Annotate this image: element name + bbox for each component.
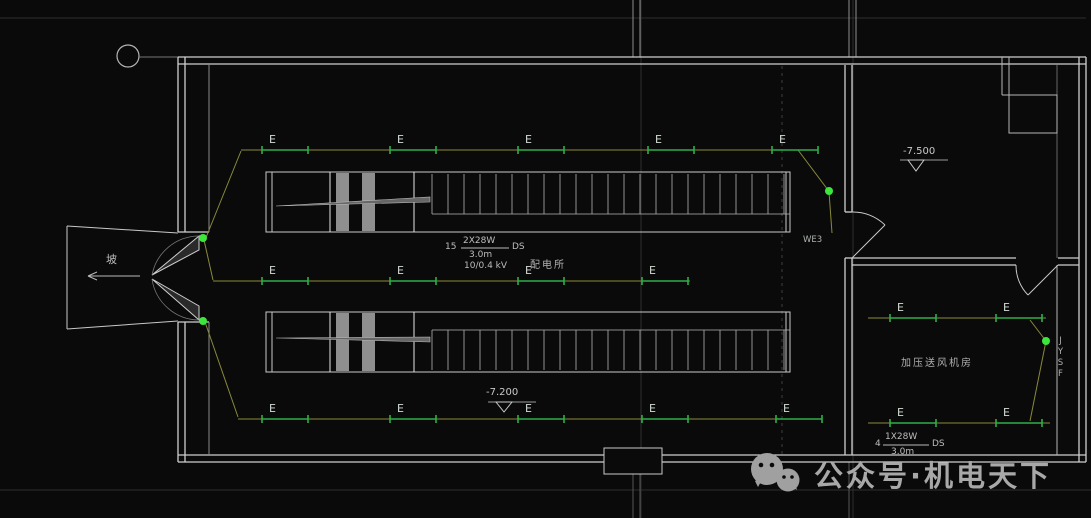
fixture-label: E — [269, 264, 276, 277]
callout2-type: DS — [932, 439, 945, 449]
callout1-type: DS — [512, 242, 525, 252]
junction-dot — [199, 317, 207, 325]
junction-dot — [825, 187, 833, 195]
fixtures-layer: E E E E E E E E E E E E E E E E E E — [261, 133, 1043, 427]
substation-voltage-label: 10/0.4 kV — [464, 261, 508, 271]
fixture-label: E — [1003, 301, 1010, 314]
fixture-label: E — [649, 264, 656, 277]
fixture-label: E — [269, 133, 276, 146]
switchgear-row-bottom — [265, 311, 791, 373]
light-fixture: E — [517, 133, 565, 154]
top-right-shaft — [1001, 57, 1058, 134]
light-fixture: E — [261, 402, 309, 423]
callout2-lamp: 1X28W — [885, 432, 918, 442]
bottom-wall-notch — [603, 447, 663, 475]
watermark-text: 公众号·机电天下 — [814, 459, 1053, 493]
shaft-tag-label: JYSF — [1055, 336, 1066, 380]
light-fixture: E — [389, 133, 437, 154]
fixture-label: E — [269, 402, 276, 415]
fixture-label: E — [1003, 406, 1010, 419]
light-fixture: E — [261, 264, 309, 285]
circuit-tag-label: WE3 — [803, 235, 823, 245]
fixture-label: E — [397, 402, 404, 415]
light-fixture: E — [389, 402, 437, 423]
fixture-label: E — [897, 406, 904, 419]
slope-arrow — [87, 271, 140, 281]
substation-name-label: 配电所 — [530, 260, 566, 271]
fixture-label: E — [655, 133, 662, 146]
light-fixture: E — [771, 133, 819, 154]
interior-doors — [851, 211, 1059, 296]
entrance-door — [66, 225, 200, 330]
junction-dot — [199, 234, 207, 242]
fixture-label: E — [649, 402, 656, 415]
light-fixture: E — [261, 133, 309, 154]
light-fixture: E — [889, 301, 937, 322]
switchgear-row-top — [265, 171, 791, 233]
light-fixture: E — [517, 402, 565, 423]
light-fixture: E — [647, 133, 695, 154]
light-fixture: E — [775, 402, 823, 423]
slope-label: 坡 — [106, 253, 117, 266]
light-fixture: E — [995, 406, 1043, 427]
light-fixture: E — [389, 264, 437, 285]
lighting-wiring — [203, 149, 1050, 424]
wechat-icon — [751, 453, 800, 492]
light-fixture: E — [641, 402, 689, 423]
callout1-height: 3.0m — [469, 250, 493, 260]
light-fixture: E — [889, 406, 937, 427]
callout1-lamp: 2X28W — [463, 236, 496, 246]
fixture-label: E — [525, 402, 532, 415]
fixture-label: E — [525, 133, 532, 146]
fan-room-label: 加压送风机房 — [901, 358, 973, 369]
building-walls — [177, 56, 1087, 463]
fixture-label: E — [397, 264, 404, 277]
grid-bubble — [116, 44, 178, 68]
light-fixture: E — [517, 264, 565, 285]
light-fixture: E — [995, 301, 1043, 322]
callout2-count: 4 — [875, 439, 881, 449]
fixture-label: E — [525, 264, 532, 277]
grid-ticks — [632, 0, 857, 518]
junction-dot — [1042, 337, 1050, 345]
elevation-floor-label: -7.200 — [486, 387, 519, 398]
callout-fraction-lines — [461, 247, 929, 446]
light-fixture: E — [641, 264, 689, 285]
junction-dots — [199, 187, 1050, 345]
fixture-label: E — [783, 402, 790, 415]
watermark: 公众号·机电天下 — [746, 448, 1052, 500]
callout1-count: 15 — [445, 242, 457, 252]
callout2-height: 3.0m — [891, 447, 915, 457]
elevation-pit-label: -7.500 — [903, 146, 936, 157]
fixture-label: E — [397, 133, 404, 146]
elevation-markers — [488, 159, 948, 413]
fixture-label: E — [779, 133, 786, 146]
fixture-label: E — [897, 301, 904, 314]
